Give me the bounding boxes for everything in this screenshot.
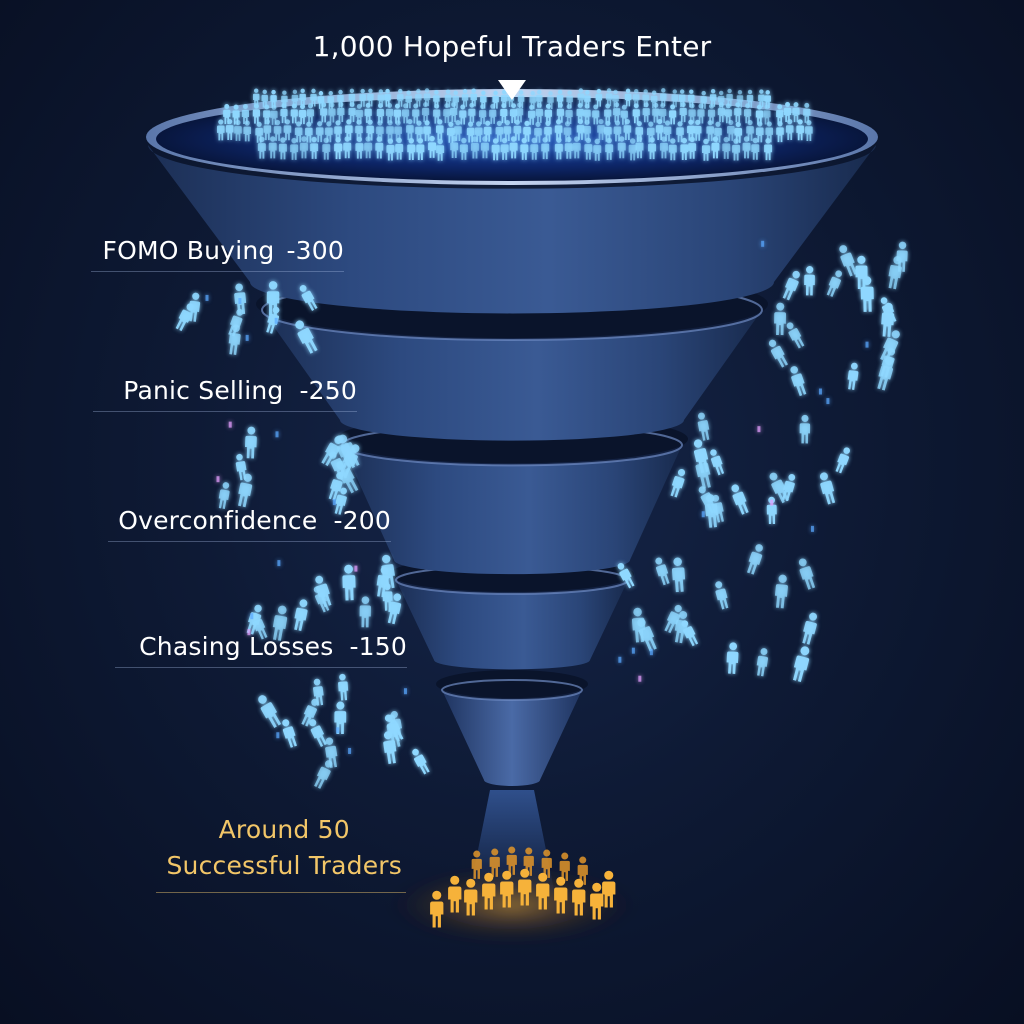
- person-icon: [244, 426, 258, 459]
- person-icon: [784, 320, 806, 350]
- funnel-tier-2: [262, 310, 762, 441]
- person-icon: [825, 268, 845, 298]
- person-icon: [790, 644, 813, 683]
- person-icon: [773, 302, 787, 336]
- person-icon: [235, 472, 255, 508]
- person-icon: [725, 642, 740, 675]
- person-icon: [787, 364, 809, 397]
- person-icon: [860, 276, 875, 312]
- particle: [403, 688, 407, 695]
- particle: [274, 317, 278, 324]
- stage-loss: -200: [333, 506, 391, 535]
- particle: [761, 240, 765, 247]
- person-icon: [804, 265, 816, 296]
- survivor-line-1: Around 50: [218, 815, 350, 844]
- person-icon: [695, 411, 712, 442]
- person-icon: [799, 414, 811, 444]
- person-icon: [671, 557, 686, 593]
- person-icon: [773, 574, 790, 609]
- person-icon: [668, 467, 688, 499]
- person-icon: [875, 355, 897, 392]
- entry-label: 1,000 Hopeful Traders Enter: [312, 30, 712, 63]
- dropped-traders: [173, 240, 909, 790]
- particle: [250, 613, 254, 620]
- person-icon: [745, 542, 766, 576]
- person-icon: [341, 564, 357, 601]
- person-icon: [728, 482, 751, 516]
- person-icon: [254, 692, 284, 730]
- person-icon: [833, 445, 853, 474]
- particle: [818, 388, 822, 395]
- person-icon: [227, 323, 243, 356]
- particle: [228, 421, 232, 428]
- particle: [275, 431, 279, 438]
- person-icon: [780, 269, 803, 302]
- particle: [826, 398, 830, 405]
- stage-name: Overconfidence: [118, 506, 318, 535]
- stage-loss: -150: [349, 632, 407, 661]
- stage-label-chasing: Chasing Losses -150: [115, 632, 407, 668]
- survivor-label: Around 50 Successful Traders: [156, 812, 406, 893]
- person-icon: [800, 611, 820, 646]
- particle: [216, 476, 220, 483]
- funnel-tier-1: [148, 145, 876, 314]
- stage-loss: -250: [299, 376, 357, 405]
- particle: [631, 647, 635, 654]
- particle: [276, 732, 280, 739]
- particle: [247, 629, 251, 636]
- particle: [238, 298, 242, 305]
- person-icon: [692, 452, 714, 490]
- particle: [649, 649, 653, 656]
- particle: [245, 334, 249, 341]
- particle: [277, 560, 281, 567]
- stage-name: FOMO Buying: [102, 236, 275, 265]
- person-icon: [312, 758, 336, 790]
- stage-label-panic: Panic Selling -250: [93, 376, 357, 412]
- particle: [638, 675, 642, 682]
- person-icon: [652, 556, 672, 586]
- stage-label-fomo: FOMO Buying -300: [90, 236, 344, 272]
- stage-name: Chasing Losses: [139, 632, 334, 661]
- survivor-line-2: Successful Traders: [166, 851, 402, 880]
- particle: [618, 656, 622, 663]
- person-icon: [817, 470, 838, 506]
- particle: [701, 511, 705, 518]
- person-icon: [334, 701, 347, 735]
- person-icon: [292, 598, 310, 632]
- particle: [810, 525, 814, 532]
- person-icon: [796, 556, 818, 591]
- funnel-tier-5: [442, 690, 582, 786]
- funnel-tier-4: [396, 580, 628, 670]
- down-triangle-icon: [498, 80, 526, 100]
- person-icon: [755, 647, 770, 677]
- funnel-tier-3: [342, 445, 682, 575]
- person-icon: [766, 337, 790, 369]
- person-icon: [306, 717, 329, 748]
- particle: [336, 727, 340, 734]
- person-icon: [359, 596, 372, 628]
- person-icon: [337, 673, 349, 701]
- stage-label-overconfidence: Overconfidence -200: [108, 506, 391, 542]
- particle: [757, 426, 761, 433]
- person-icon: [846, 362, 860, 391]
- person-icon: [707, 447, 726, 476]
- stage-loss: -300: [286, 236, 344, 265]
- particle: [770, 499, 774, 506]
- particle: [332, 499, 336, 506]
- stage-name: Panic Selling: [123, 376, 284, 405]
- person-icon: [409, 746, 432, 776]
- tier-rim-5: [441, 679, 583, 701]
- person-icon: [712, 580, 731, 610]
- particle: [865, 341, 869, 348]
- particle: [348, 747, 352, 754]
- tier-gap-shadow: [436, 670, 588, 698]
- particle: [205, 294, 209, 301]
- particle: [354, 565, 358, 572]
- funnel-body: [148, 145, 876, 786]
- person-icon: [279, 717, 299, 749]
